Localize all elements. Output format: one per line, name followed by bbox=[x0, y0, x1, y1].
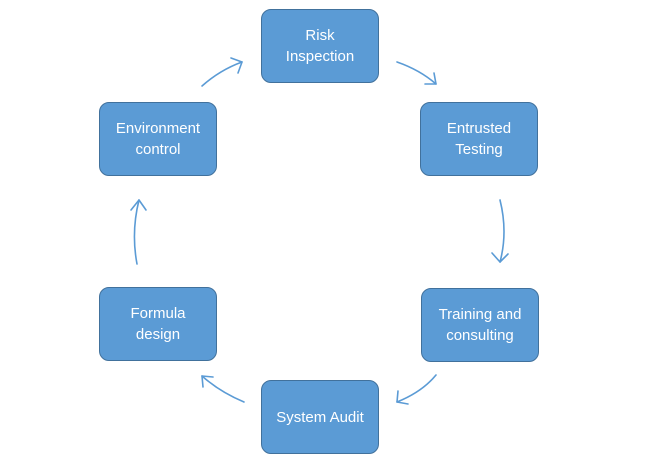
node-label-line: design bbox=[135, 326, 181, 343]
arrow-audit-to-formula bbox=[201, 375, 245, 403]
arrow-risk-to-entrusted bbox=[396, 61, 437, 85]
node-label-line: Entrusted bbox=[446, 120, 512, 137]
node-label-line: control bbox=[135, 141, 181, 158]
node-system-audit: System Audit bbox=[261, 380, 379, 454]
arrow-entrusted-to-training bbox=[491, 199, 509, 263]
node-formula-design: Formula design bbox=[99, 287, 217, 361]
node-label-line: Formula bbox=[130, 305, 186, 322]
node-label-line: Risk bbox=[305, 27, 335, 44]
node-entrusted-testing: Entrusted Testing bbox=[420, 102, 538, 176]
node-label-line: Environment bbox=[115, 120, 201, 137]
node-label-line: Inspection bbox=[285, 48, 355, 65]
arrow-formula-to-environment bbox=[130, 199, 147, 265]
node-training-and-consulting: Training and consulting bbox=[421, 288, 539, 362]
node-label-line: consulting bbox=[446, 327, 514, 344]
node-environment-control: Environment control bbox=[99, 102, 217, 176]
node-label-line: System Audit bbox=[276, 408, 364, 426]
node-risk-inspection: Risk Inspection bbox=[261, 9, 379, 83]
node-label-line: Training and bbox=[438, 306, 522, 323]
arrow-training-to-audit bbox=[396, 374, 437, 405]
node-label-line: Testing bbox=[455, 141, 503, 158]
arrow-environment-to-risk bbox=[201, 57, 243, 87]
